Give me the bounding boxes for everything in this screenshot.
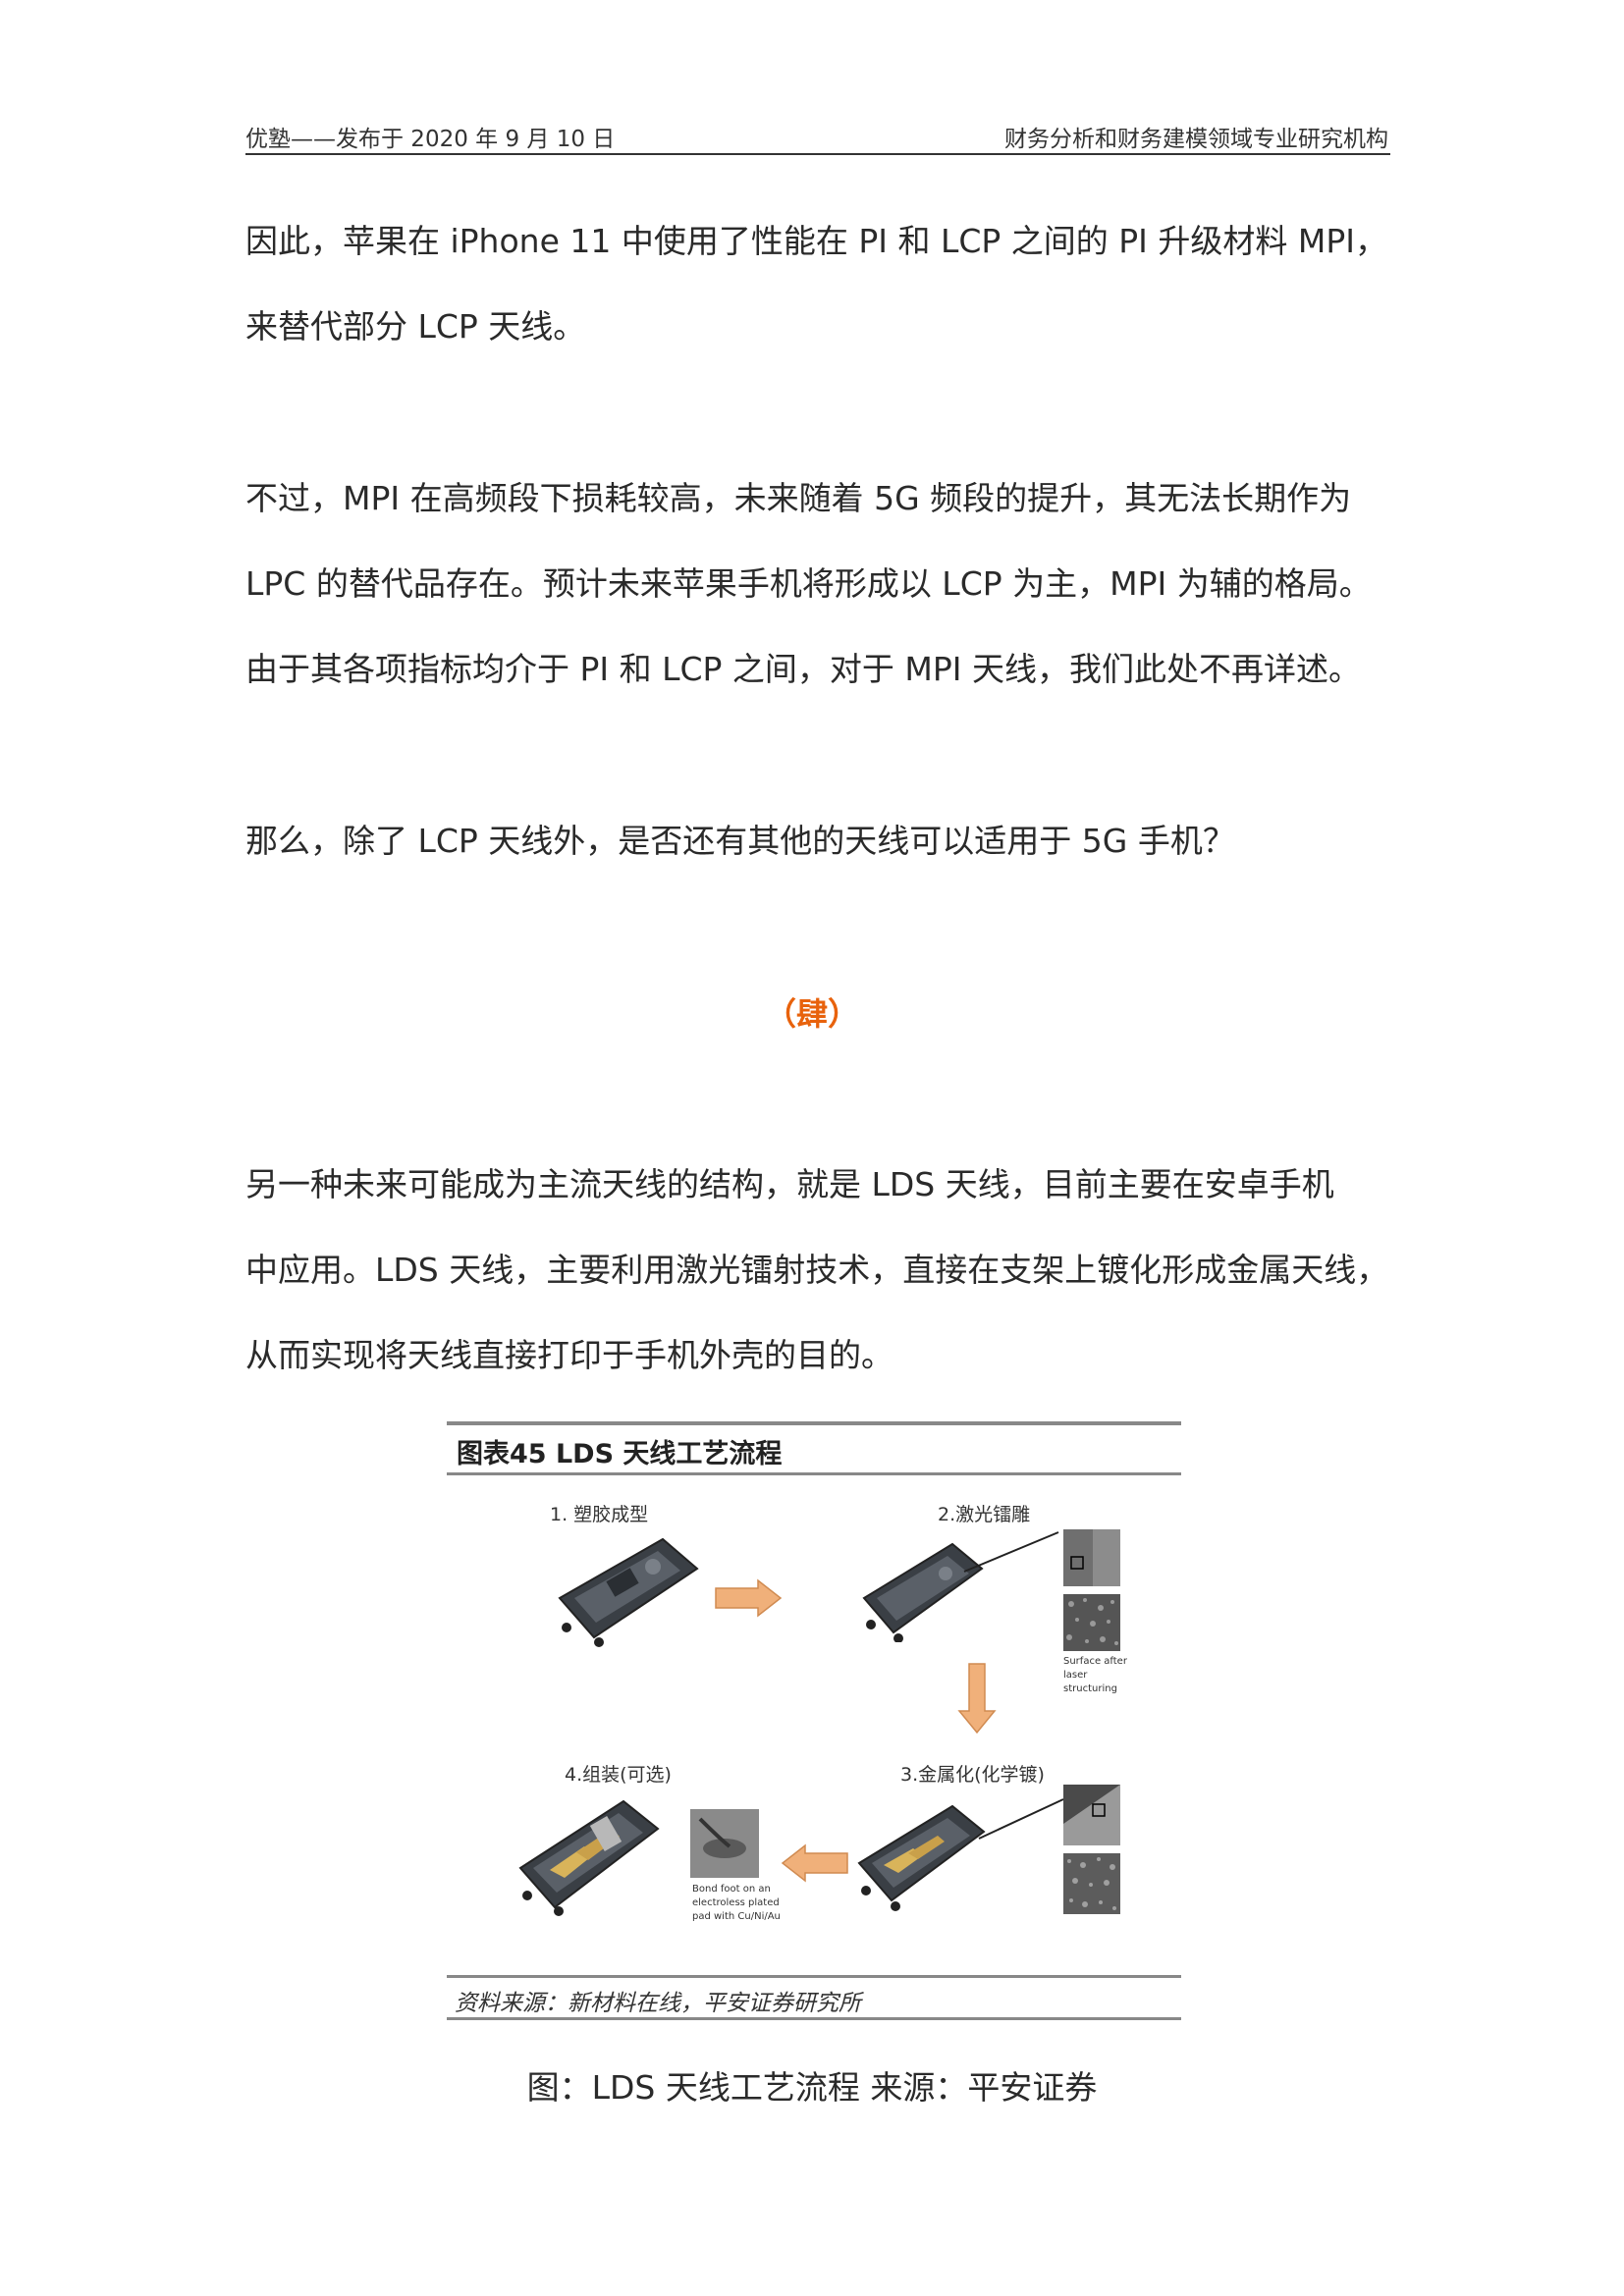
paragraph-line: 不过，MPI 在高频段下损耗较高，未来随着 5G 频段的提升，其无法长期作为 [245,479,1352,517]
figure-caption: 图：LDS 天线工艺流程 来源：平安证券 [526,2068,1098,2107]
figure-source: 资料来源：新材料在线，平安证券研究所 [455,1991,861,2016]
figure-title: 图表45 LDS 天线工艺流程 [457,1439,783,1469]
molded-part-illustration [558,1537,699,1647]
paragraph-line: 来替代部分 LCP 天线。 [245,307,586,346]
step-1-label: 1. 塑胶成型 [550,1504,649,1525]
zoom-connector-line [963,1531,1059,1573]
paragraph-line: 中应用。LDS 天线，主要利用激光镭射技术，直接在支架上镀化形成金属天线， [245,1251,1389,1289]
laser-surface-micrograph [1063,1529,1120,1586]
arrow-left-icon [781,1843,848,1883]
surface-note: Surface after laser structuring [1063,1656,1127,1694]
lds-process-figure: 图表45 LDS 天线工艺流程 1. 塑胶成型 2.激光镭雕 4.组装(可选) … [447,1421,1181,2020]
bond-foot-note: Bond foot on an electroless plated pad w… [692,1884,781,1922]
page-header: 优塾——发布于 2020 年 9 月 10 日 财务分析和财务建模领域专业研究机… [245,116,1390,155]
paragraph-line: 从而实现将天线直接打印于手机外壳的目的。 [245,1336,893,1374]
step-3-label: 3.金属化(化学镀) [900,1764,1045,1786]
figure-title-bar: 图表45 LDS 天线工艺流程 [447,1421,1181,1475]
metallized-part-illustration [857,1804,986,1911]
step-4-label: 4.组装(可选) [565,1764,672,1786]
paragraph-line: 因此，苹果在 iPhone 11 中使用了性能在 PI 和 LCP 之间的 PI… [245,222,1387,260]
paragraph-line: LPC 的替代品存在。预计未来苹果手机将形成以 LCP 为主，MPI 为辅的格局… [245,564,1372,603]
header-date: 优塾——发布于 2020 年 9 月 10 日 [245,127,616,152]
arrow-right-icon [715,1578,783,1618]
zoom-connector-line [978,1798,1064,1840]
paragraph-line: 另一种未来可能成为主流天线的结构，就是 LDS 天线，目前主要在安卓手机 [245,1165,1334,1203]
paragraph-line: 那么，除了 LCP 天线外，是否还有其他的天线可以适用于 5G 手机？ [245,822,1235,860]
arrow-down-icon [957,1663,997,1735]
metal-surface-micrograph [1063,1785,1120,1845]
laser-structured-part-illustration [862,1542,984,1642]
bond-foot-micrograph [690,1809,759,1878]
section-marker: （肆） [764,995,859,1033]
laser-surface-texture [1063,1594,1120,1651]
header-org: 财务分析和财务建模领域专业研究机构 [1004,127,1388,152]
step-2-label: 2.激光镭雕 [938,1504,1031,1525]
metal-surface-texture [1063,1853,1120,1914]
paragraph-line: 由于其各项指标均介于 PI 和 LCP 之间，对于 MPI 天线，我们此处不再详… [245,650,1362,688]
figure-source-bar: 资料来源：新材料在线，平安证券研究所 [447,1975,1181,2020]
assembled-part-illustration [518,1799,660,1916]
